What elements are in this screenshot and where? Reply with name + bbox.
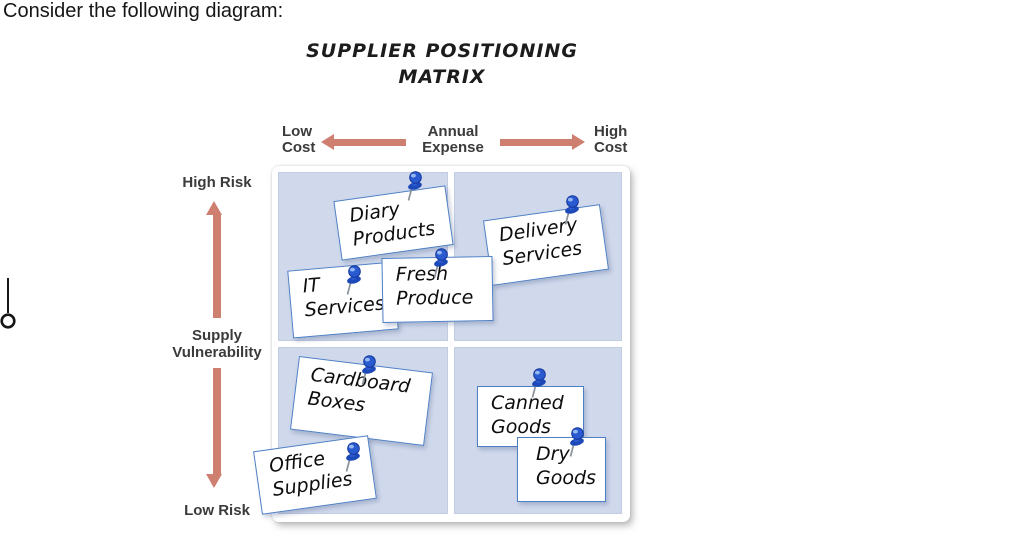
down-arrow-icon bbox=[206, 474, 222, 488]
push-pin-icon bbox=[558, 195, 584, 227]
right-arrow-shaft bbox=[500, 139, 573, 146]
y-axis-low-risk-label: Low Risk bbox=[184, 502, 250, 519]
note-dry-goods: Dry Goods bbox=[517, 437, 606, 502]
push-pin-icon bbox=[339, 442, 365, 474]
x-axis-high-cost-label: High Cost bbox=[594, 123, 628, 156]
up-arrow-icon bbox=[206, 201, 222, 215]
push-pin-icon bbox=[355, 355, 381, 387]
down-arrow-shaft bbox=[213, 368, 221, 474]
note-label: Dry Goods bbox=[536, 443, 596, 489]
x-axis-title: Annual Expense bbox=[422, 123, 484, 156]
y-axis-title: Supply Vulnerability bbox=[172, 327, 262, 361]
right-arrow-icon bbox=[572, 134, 585, 150]
left-arrow-shaft bbox=[333, 139, 406, 146]
note-canned-goods: Canned Goods bbox=[477, 386, 584, 447]
page-heading: Consider the following diagram: bbox=[3, 0, 284, 22]
push-pin-icon bbox=[401, 171, 427, 203]
y-axis-high-risk-label: High Risk bbox=[182, 174, 252, 191]
left-arrow-icon bbox=[321, 134, 334, 150]
push-pin-icon bbox=[563, 427, 589, 459]
push-pin-icon bbox=[340, 265, 366, 297]
diagram-title: SUPPLIER POSITIONING MATRIX bbox=[306, 40, 578, 88]
push-pin-icon bbox=[427, 248, 453, 280]
anchor-marker-icon bbox=[0, 278, 16, 329]
x-axis-low-cost-label: Low Cost bbox=[282, 123, 316, 156]
up-arrow-shaft bbox=[213, 214, 221, 318]
note-label: Canned Goods bbox=[491, 392, 564, 438]
push-pin-icon bbox=[525, 368, 551, 400]
